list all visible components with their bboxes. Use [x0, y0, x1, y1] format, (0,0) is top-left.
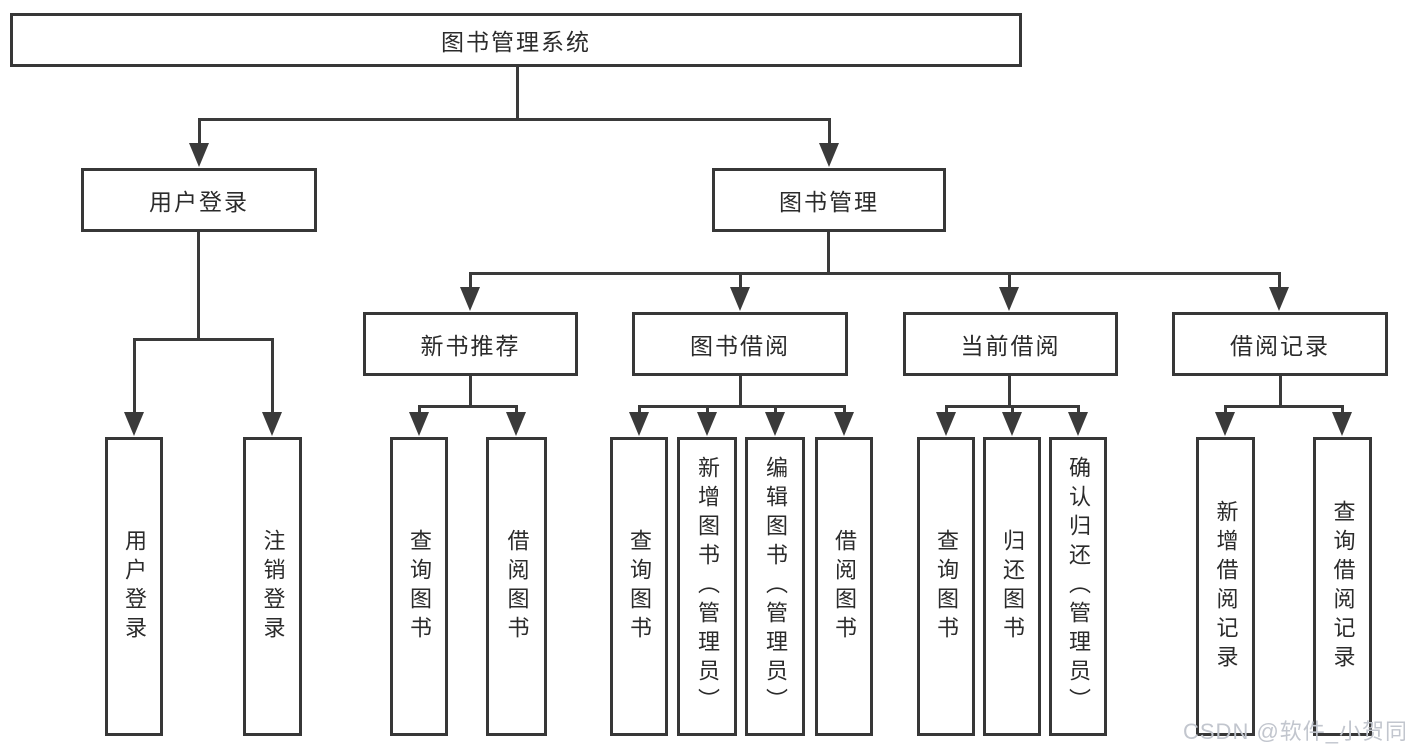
arrow-down-icon [409, 412, 429, 436]
node-label: 确认归还（管理员） [1066, 456, 1091, 717]
arrow-down-icon [730, 287, 750, 311]
connector-vline [516, 67, 519, 118]
connector-vline [843, 405, 846, 418]
leaf-add-borrow-record: 新增借阅记录 [1196, 437, 1255, 736]
connector-vline [1008, 376, 1011, 408]
connector-hline [133, 338, 274, 341]
leaf-query-books-current: 查询图书 [917, 437, 975, 736]
leaf-return-books: 归还图书 [983, 437, 1041, 736]
node-library-management-system: 图书管理系统 [10, 13, 1022, 67]
connector-vline [1224, 405, 1227, 418]
connector-vline [638, 405, 641, 418]
connector-vline [133, 338, 136, 418]
node-label: 查询图书 [407, 528, 432, 645]
leaf-add-books-admin: 新增图书（管理员） [677, 437, 737, 736]
node-user-login: 用户登录 [81, 168, 317, 232]
connector-vline [515, 405, 518, 418]
node-borrowing-records: 借阅记录 [1172, 312, 1388, 376]
connector-vline [1279, 376, 1282, 408]
node-label: 查询图书 [627, 528, 652, 645]
node-label: 查询图书 [934, 528, 959, 645]
connector-vline [271, 338, 274, 418]
connector-vline [197, 232, 200, 341]
arrow-down-icon [1269, 287, 1289, 311]
node-label: 图书管理系统 [441, 29, 591, 55]
arrow-down-icon [262, 412, 282, 436]
arrow-down-icon [506, 412, 526, 436]
connector-hline [469, 272, 1281, 275]
connector-hline [198, 118, 831, 121]
arrow-down-icon [936, 412, 956, 436]
node-new-book-recommendation: 新书推荐 [363, 312, 578, 376]
node-label: 注销登录 [260, 528, 286, 645]
leaf-borrow-books-recommend: 借阅图书 [486, 437, 547, 736]
node-book-borrowing: 图书借阅 [632, 312, 848, 376]
arrow-down-icon [124, 412, 144, 436]
connector-hline [638, 405, 846, 408]
node-label: 借阅图书 [832, 528, 857, 645]
leaf-query-books-recommend: 查询图书 [390, 437, 448, 736]
arrow-down-icon [999, 287, 1019, 311]
leaf-logout: 注销登录 [243, 437, 302, 736]
arrow-down-icon [629, 412, 649, 436]
connector-vline [469, 376, 472, 408]
leaf-user-login: 用户登录 [105, 437, 163, 736]
connector-vline [706, 405, 709, 418]
connector-vline [739, 272, 742, 292]
connector-vline [774, 405, 777, 418]
connector-vline [827, 232, 830, 275]
connector-vline [198, 118, 201, 148]
node-label: 新增借阅记录 [1213, 499, 1239, 674]
arrow-down-icon [1332, 412, 1352, 436]
arrow-down-icon [1002, 412, 1022, 436]
node-label: 图书管理 [779, 189, 879, 215]
watermark: CSDN @软件_小贺同学 [1183, 719, 1405, 744]
node-label: 当前借阅 [960, 333, 1061, 359]
connector-vline [1011, 405, 1014, 418]
node-label: 新书推荐 [420, 333, 521, 359]
node-book-management: 图书管理 [712, 168, 946, 232]
connector-hline [418, 405, 518, 408]
connector-vline [469, 272, 472, 292]
node-label: 新增图书（管理员） [695, 456, 720, 717]
node-label: 图书借阅 [690, 333, 790, 359]
node-label: 查询借阅记录 [1330, 499, 1356, 674]
node-current-borrowing: 当前借阅 [903, 312, 1118, 376]
node-label: 用户登录 [149, 189, 249, 215]
node-label: 归还图书 [1000, 528, 1025, 645]
connector-vline [828, 118, 831, 148]
connector-vline [739, 376, 742, 408]
arrow-down-icon [697, 412, 717, 436]
leaf-edit-books-admin: 编辑图书（管理员） [745, 437, 805, 736]
arrow-down-icon [765, 412, 785, 436]
leaf-query-books-borrowing: 查询图书 [610, 437, 668, 736]
connector-vline [1077, 405, 1080, 418]
leaf-confirm-return-admin: 确认归还（管理员） [1049, 437, 1107, 736]
connector-vline [1341, 405, 1344, 418]
connector-vline [1008, 272, 1011, 292]
arrow-down-icon [1215, 412, 1235, 436]
arrow-down-icon [189, 143, 209, 167]
leaf-query-borrow-record: 查询借阅记录 [1313, 437, 1372, 736]
arrow-down-icon [460, 287, 480, 311]
connector-vline [418, 405, 421, 418]
arrow-down-icon [819, 143, 839, 167]
node-label: 借阅图书 [504, 528, 530, 645]
node-label: 编辑图书（管理员） [763, 456, 788, 717]
leaf-borrow-books-borrowing: 借阅图书 [815, 437, 873, 736]
connector-vline [1278, 272, 1281, 292]
node-label: 借阅记录 [1230, 333, 1330, 359]
connector-hline [1224, 405, 1344, 408]
node-label: 用户登录 [122, 528, 147, 645]
arrow-down-icon [1068, 412, 1088, 436]
connector-vline [945, 405, 948, 418]
arrow-down-icon [834, 412, 854, 436]
